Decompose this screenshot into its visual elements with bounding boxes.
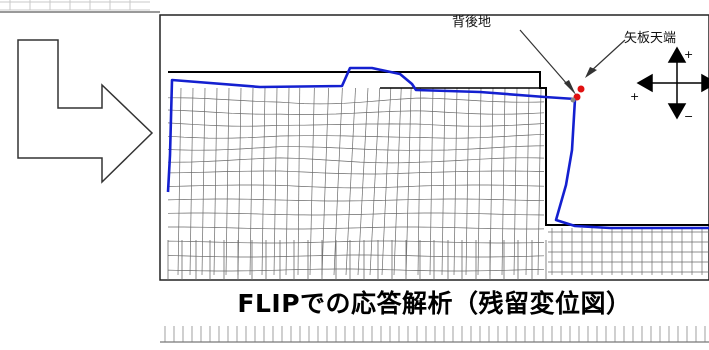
leader-back-ground — [519, 29, 576, 95]
mesh-line — [225, 87, 230, 276]
mesh-line — [168, 97, 545, 105]
mesh-line — [237, 87, 242, 276]
mesh-line — [297, 87, 301, 276]
mesh-line — [167, 109, 545, 115]
label-back-ground: 背後地 — [452, 15, 491, 30]
mesh-line — [501, 87, 506, 276]
mesh-line — [177, 87, 182, 276]
mesh-line — [381, 87, 392, 276]
mesh-line — [168, 226, 545, 230]
mesh-line — [167, 268, 545, 272]
bottom-mesh-strip — [160, 326, 709, 343]
red-marker-upper — [577, 85, 585, 93]
mesh-line — [525, 87, 530, 276]
mesh-line — [167, 170, 545, 175]
mesh-line — [453, 87, 458, 276]
mesh-line — [441, 87, 446, 276]
red-marker-lower — [573, 93, 581, 101]
mesh-line — [477, 87, 482, 276]
mesh-line — [167, 122, 545, 127]
mesh-line — [393, 87, 402, 276]
scan-artifact-strip — [0, 0, 150, 11]
deformed-outline — [166, 66, 709, 230]
mesh-line — [369, 87, 381, 276]
plus-sign-horizontal: + — [630, 90, 639, 103]
flow-arrow-icon — [17, 39, 154, 184]
mesh-line — [285, 87, 290, 276]
mesh-line — [405, 87, 412, 276]
mesh-line — [489, 87, 494, 276]
mesh-line — [189, 87, 194, 276]
mesh-line — [345, 87, 356, 276]
mesh-line — [321, 87, 329, 276]
leader-sheet-pile-top — [585, 39, 626, 78]
label-sheet-pile-top: 矢板天端 — [624, 31, 676, 46]
mesh-line — [167, 254, 545, 258]
flip-model: 背後地 矢板天端 + + − — [166, 15, 709, 280]
mesh-line — [167, 184, 545, 189]
mesh-line — [201, 87, 206, 276]
model-frame — [159, 14, 709, 281]
minus-sign: − — [684, 110, 693, 123]
mesh-line — [167, 240, 545, 244]
mesh-line — [429, 87, 434, 276]
mesh-line — [261, 87, 266, 276]
mesh-line — [273, 87, 278, 276]
mesh-line — [168, 157, 545, 164]
figure-caption: FLIPでの応答解析（残留変位図） — [237, 289, 632, 318]
mesh-line — [537, 87, 542, 276]
mesh-line — [333, 87, 343, 276]
gray-marker — [570, 97, 576, 103]
mesh-line — [167, 145, 545, 151]
mesh-line — [357, 87, 369, 276]
mesh-line — [167, 198, 545, 202]
fem-mesh — [167, 87, 709, 280]
mesh-line — [417, 87, 422, 276]
mesh-line — [513, 87, 518, 276]
mesh-line — [465, 87, 470, 276]
mesh-line — [309, 87, 315, 276]
mesh-line — [249, 87, 254, 276]
plus-sign-vertical: + — [684, 48, 693, 61]
mesh-line — [167, 133, 545, 139]
mesh-line — [213, 87, 218, 276]
mesh-line — [167, 212, 545, 216]
direction-cross-icon — [636, 46, 709, 120]
